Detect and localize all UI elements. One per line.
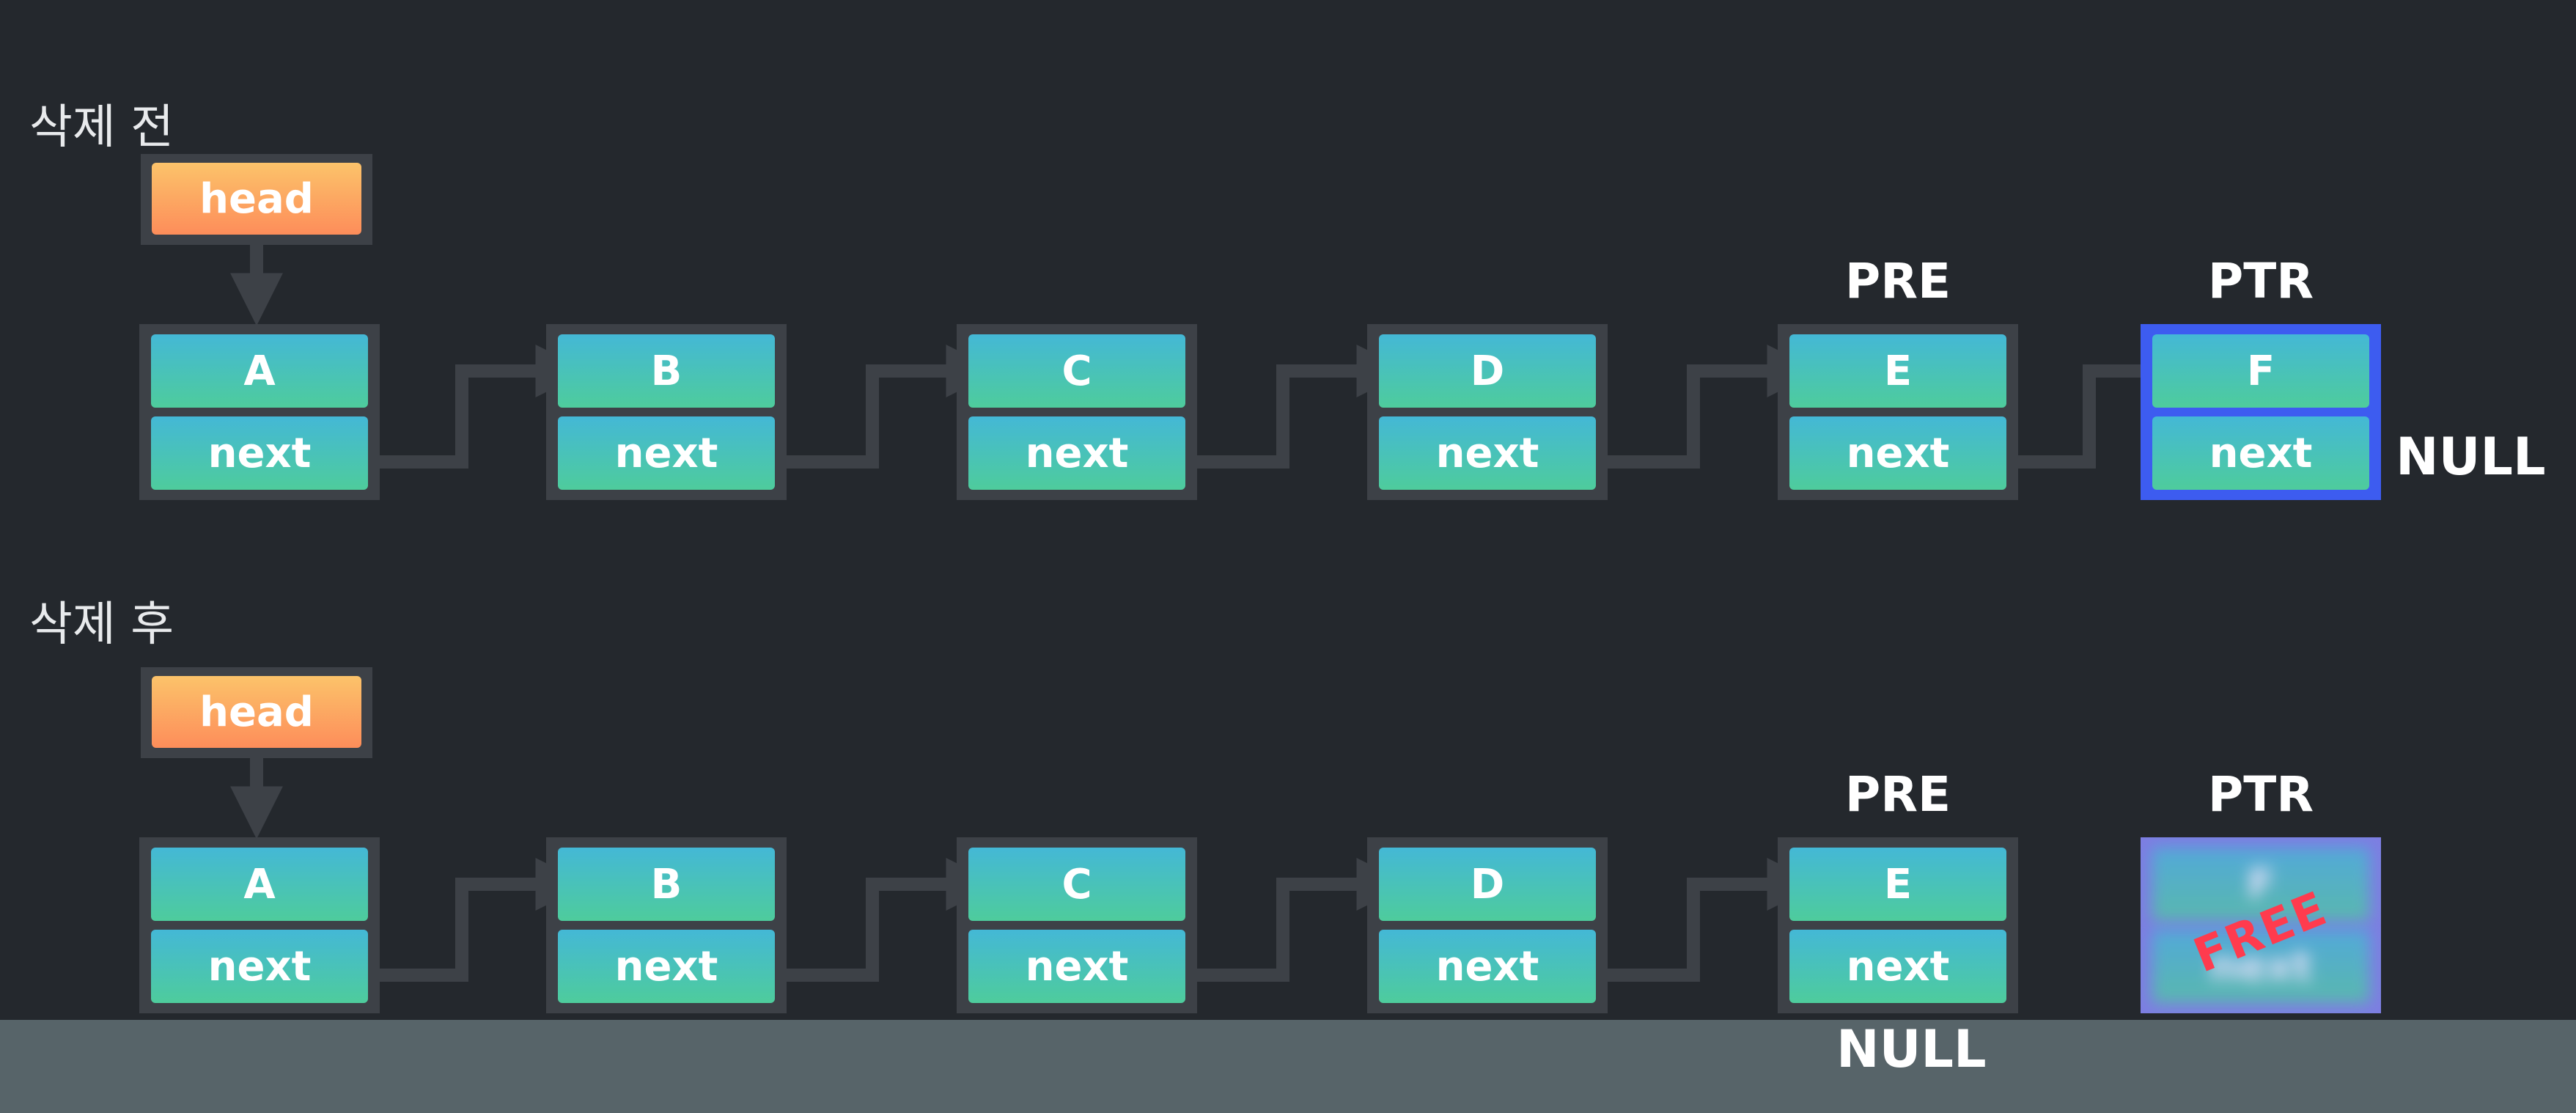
- node-next-before: next: [1789, 416, 2006, 490]
- d-to-e-arrow-after: [1576, 858, 1820, 982]
- node-data-after: F: [2152, 848, 2369, 921]
- node-next-before: next: [151, 416, 368, 490]
- node-data-before: B: [558, 334, 775, 408]
- after-section-title: 삭제 후: [29, 598, 174, 652]
- node-data-after: B: [558, 848, 775, 921]
- node-data-before: F: [2152, 334, 2369, 408]
- node-data-after: D: [1379, 848, 1596, 921]
- node-next-before: next: [2152, 416, 2369, 490]
- node-data-after: C: [968, 848, 1185, 921]
- d-to-e-arrow-before: [1576, 345, 1820, 469]
- node-data-after: E: [1789, 848, 2006, 921]
- head-label-after: head: [152, 676, 361, 748]
- a-to-b-arrow-before: [345, 345, 589, 469]
- null-label-after: NULL: [1836, 1019, 1987, 1079]
- node-next-after: next: [151, 930, 368, 1003]
- node-next-after: next: [1379, 930, 1596, 1003]
- node-next-before: next: [1379, 416, 1596, 490]
- null-label-before: NULL: [2396, 427, 2546, 487]
- node-f-before-selected: F next: [2141, 324, 2381, 500]
- node-c-before: C next: [957, 324, 1197, 500]
- ptr-label-before: PTR: [2207, 253, 2314, 309]
- node-next-after: next: [2152, 930, 2369, 1003]
- a-to-b-arrow-after: [345, 858, 589, 982]
- node-c-after: C next: [957, 837, 1197, 1013]
- node-a-after: A next: [139, 837, 380, 1013]
- footer-band: [0, 1020, 2576, 1113]
- node-f-after-freed: F next FREE: [2141, 837, 2381, 1013]
- node-e-before: E next: [1778, 324, 2018, 500]
- node-next-before: next: [558, 416, 775, 490]
- node-b-after: B next: [546, 837, 787, 1013]
- node-d-before: D next: [1367, 324, 1608, 500]
- node-e-after: E next: [1778, 837, 2018, 1013]
- ptr-label-after: PTR: [2207, 766, 2314, 823]
- node-data-before: D: [1379, 334, 1596, 408]
- head-pointer-before: head: [141, 154, 372, 245]
- b-to-c-arrow-before: [755, 345, 999, 469]
- node-next-after: next: [968, 930, 1185, 1003]
- node-data-before: A: [151, 334, 368, 408]
- pre-label-after: PRE: [1844, 766, 1951, 823]
- b-to-c-arrow-after: [755, 858, 999, 982]
- node-b-before: B next: [546, 324, 787, 500]
- c-to-d-arrow-before: [1166, 345, 1410, 469]
- head-pointer-after: head: [141, 667, 372, 758]
- node-d-after: D next: [1367, 837, 1608, 1013]
- node-data-after: A: [151, 848, 368, 921]
- node-a-before: A next: [139, 324, 380, 500]
- node-next-before: next: [968, 416, 1185, 490]
- before-section-title: 삭제 전: [29, 100, 174, 155]
- node-next-after: next: [1789, 930, 2006, 1003]
- node-data-before: C: [968, 334, 1185, 408]
- c-to-d-arrow-after: [1166, 858, 1410, 982]
- node-next-after: next: [558, 930, 775, 1003]
- node-data-before: E: [1789, 334, 2006, 408]
- pre-label-before: PRE: [1844, 253, 1951, 309]
- head-label-before: head: [152, 163, 361, 235]
